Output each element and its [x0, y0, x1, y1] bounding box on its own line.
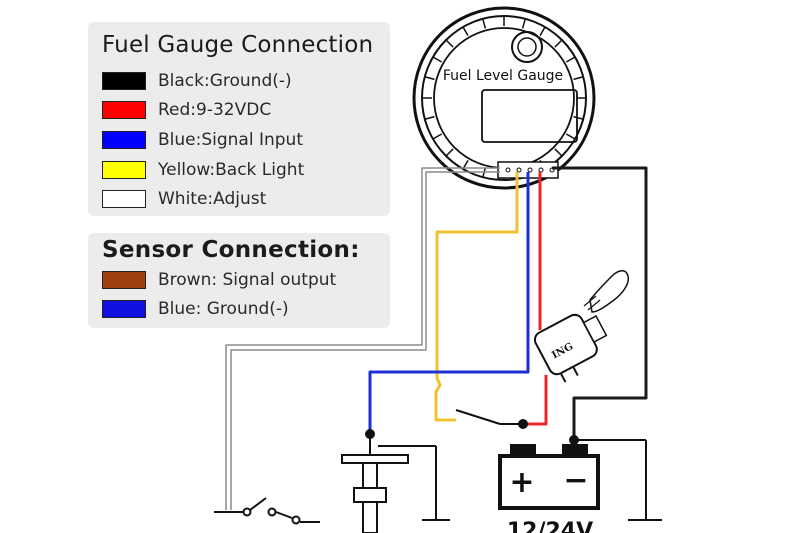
- ignition-switch: ING: [533, 270, 630, 383]
- bezel-notch: [565, 133, 576, 140]
- minus-sign: −: [563, 463, 588, 498]
- adjust-switch-terminal: [291, 515, 301, 525]
- yellow-backlight-wire: [434, 172, 519, 422]
- pin-1: [505, 167, 511, 173]
- adjust-switch-link: [275, 511, 293, 519]
- battery-negative-terminal: [562, 444, 588, 456]
- black-ground-wire: [552, 166, 648, 440]
- swatch-white: [102, 190, 146, 208]
- legend-label: Brown: Signal output: [158, 270, 337, 290]
- backlight-switch: [455, 409, 523, 425]
- backlight-switch-blade: [455, 409, 501, 425]
- legend-label: Blue:Signal Input: [158, 130, 303, 150]
- bezel-notch: [462, 26, 469, 37]
- gauge-knob-inner: [517, 37, 537, 57]
- adjust-switch-blade: [249, 497, 267, 511]
- hand-icon: [589, 270, 630, 313]
- ignition-barrel: [582, 315, 608, 344]
- swatch-blue: [102, 131, 146, 149]
- sensor-connection-legend: Sensor Connection: Brown: Signal output …: [88, 233, 390, 328]
- sensor-legend-title: Sensor Connection:: [102, 237, 360, 263]
- battery-positive-dot: [518, 419, 528, 429]
- bezel-notch: [521, 18, 526, 29]
- ground-symbols: [422, 439, 662, 521]
- legend-label: Black:Ground(-): [158, 71, 292, 91]
- legend-label: Yellow:Back Light: [158, 160, 305, 180]
- pin-2: [516, 167, 522, 173]
- red-power-wire-to-battery: [523, 375, 548, 426]
- battery-voltage-label: 12/24V: [507, 519, 593, 533]
- plus-sign: +: [509, 465, 534, 500]
- bezel-notch: [565, 56, 576, 63]
- ignition-terminal: [559, 372, 567, 383]
- bezel-notch: [573, 115, 584, 120]
- pin-3: [527, 167, 533, 173]
- legend-label: Red:9-32VDC: [158, 100, 272, 120]
- battery: + − 12/24V: [498, 444, 600, 533]
- white-adjust-wire-inner: [230, 171, 500, 510]
- adjust-switch: [214, 497, 320, 525]
- fuel-sensor: [341, 434, 437, 533]
- swatch-yellow: [102, 161, 146, 179]
- bezel-notch: [554, 39, 563, 48]
- bezel-notch: [554, 148, 563, 157]
- legend-label: Blue: Ground(-): [158, 299, 289, 319]
- gauge-knob: [511, 31, 543, 63]
- bezel-notch: [539, 26, 546, 37]
- swatch-blue-ground: [102, 300, 146, 318]
- gauge-label: Fuel Level Gauge: [443, 68, 563, 84]
- legend-item-brown: Brown: Signal output: [102, 269, 336, 291]
- bezel-notch: [573, 76, 584, 81]
- pin-4: [538, 167, 544, 173]
- sensor-flange: [341, 454, 409, 464]
- legend-item-blue-ground: Blue: Ground(-): [102, 298, 289, 320]
- blue-signal-wire: [368, 172, 530, 434]
- swatch-red: [102, 101, 146, 119]
- bezel-notch: [445, 148, 454, 157]
- battery-body: [498, 454, 600, 510]
- bezel-notch: [432, 56, 443, 63]
- adjust-switch-contact: [242, 507, 252, 517]
- legend-item-red: Red:9-32VDC: [102, 99, 271, 121]
- wires: [225, 166, 648, 510]
- bezel-notch: [445, 39, 454, 48]
- sensor-float: [353, 487, 387, 503]
- bezel-notch: [432, 133, 443, 140]
- fuel-gauge: Fuel Level Gauge: [412, 6, 596, 190]
- fuel-gauge-connection-legend: Fuel Gauge Connection Black:Ground(-) Re…: [88, 22, 390, 216]
- swatch-black: [102, 72, 146, 90]
- swatch-brown: [102, 271, 146, 289]
- bezel-notch: [424, 115, 435, 120]
- white-adjust-wire-outer: [225, 167, 500, 510]
- legend-item-white: White:Adjust: [102, 188, 266, 210]
- gauge-face: [433, 27, 575, 169]
- legend-item-yellow: Yellow:Back Light: [102, 159, 304, 181]
- bezel-notch: [424, 76, 435, 81]
- key-icon: [583, 295, 601, 311]
- bezel-notch: [482, 18, 487, 29]
- gauge-display: [481, 89, 578, 143]
- gauge-bezel-notches: [422, 16, 586, 180]
- legend-label: White:Adjust: [158, 189, 267, 209]
- legend-item-black: Black:Ground(-): [102, 70, 292, 92]
- ignition-terminal: [572, 366, 579, 377]
- battery-positive-terminal: [510, 444, 536, 456]
- fuel-legend-title: Fuel Gauge Connection: [102, 32, 374, 58]
- legend-item-blue: Blue:Signal Input: [102, 129, 303, 151]
- adjust-switch-contact: [267, 507, 277, 517]
